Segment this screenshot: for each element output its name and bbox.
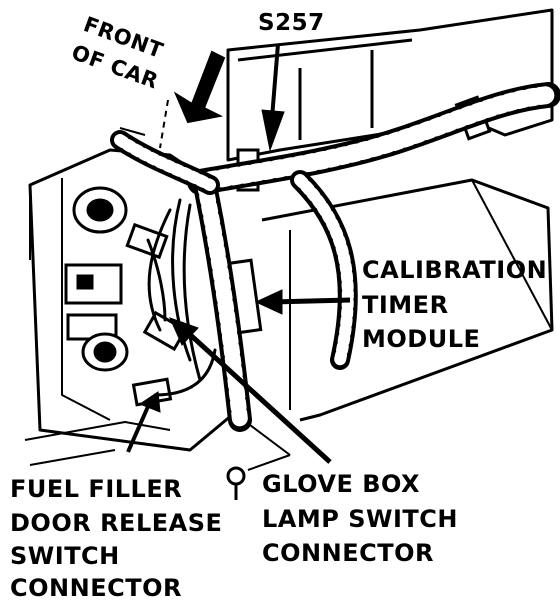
fuel-filler-connector-label-line2: DOOR RELEASE: [10, 509, 223, 537]
wire-harness: [110, 82, 560, 432]
calibration-timer-module-label-line2: TIMER: [362, 291, 449, 319]
glove-box-connector-label-line3: CONNECTOR: [262, 539, 434, 567]
splice-label: S257: [258, 10, 325, 36]
leader-arrows: [119, 43, 351, 500]
dashboard-panel: [24, 8, 554, 471]
fuel-filler-connector-label-line3: SWITCH: [10, 542, 120, 570]
calibration-timer-module-label-line1: CALIBRATION: [362, 256, 548, 284]
calibration-timer-module-label-line3: MODULE: [362, 325, 481, 353]
glove-box-connector-label-line1: GLOVE BOX: [262, 470, 421, 498]
glove-box-connector-label-line2: LAMP SWITCH: [262, 505, 458, 533]
fuel-filler-connector-label-line1: FUEL FILLER: [10, 475, 183, 503]
fuel-filler-connector-label-line4: CONNECTOR: [10, 574, 182, 602]
